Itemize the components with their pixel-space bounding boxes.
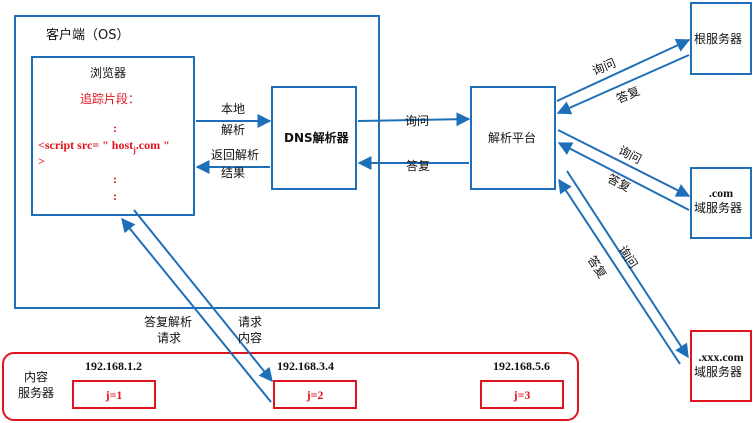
content-server-j1-label: j=1	[105, 388, 123, 402]
label-reply-request-1: 答复解析	[144, 315, 193, 329]
arrow-request-content	[133, 209, 273, 383]
content-server-j3	[480, 380, 564, 409]
label-answer-platform: 答复	[406, 159, 431, 173]
label-return-1: 返回解析	[211, 148, 260, 162]
dns-resolver-label: DNS解析器	[284, 131, 349, 145]
com-server-label-1: .com	[708, 186, 734, 200]
arrow-query-root	[556, 38, 691, 102]
xxx-server-box	[690, 330, 752, 402]
com-server-label-2: 域服务器	[694, 201, 743, 215]
browser-box	[31, 56, 195, 216]
script-subscript: j	[133, 145, 136, 155]
xxx-server-label-1: .xxx.com	[698, 350, 744, 364]
arrow-query-xxx	[566, 170, 689, 359]
label-reply-request-2: 请求	[157, 331, 182, 345]
arrow-query-com	[557, 129, 691, 197]
content-servers-label-1: 内容	[24, 370, 49, 384]
label-local-2: 解析	[221, 123, 246, 137]
script-line: <script src= " hostj.com "	[38, 138, 170, 157]
label-query-platform: 询问	[405, 114, 430, 128]
browser-title: 浏览器	[90, 66, 127, 80]
ellipsis-top: :	[113, 121, 117, 135]
content-server-j2	[273, 380, 357, 409]
resolve-platform-label: 解析平台	[488, 131, 537, 145]
content-server-j2-label: j=2	[306, 388, 324, 402]
arrow-answer-xxx	[558, 178, 681, 365]
content-servers-frame	[2, 352, 579, 421]
ellipsis-mid: :	[113, 172, 117, 186]
arrow-query-platform	[357, 112, 471, 127]
label-local-1: 本地	[221, 102, 246, 116]
client-os-title: 客户端（OS）	[46, 28, 130, 43]
arrow-answer-com	[557, 142, 690, 211]
xxx-server-label-2: 域服务器	[694, 365, 743, 379]
label-return-2: 结果	[221, 166, 246, 180]
script-suffix: .com "	[135, 138, 170, 152]
root-server-box	[690, 2, 752, 75]
dns-resolver-box	[271, 86, 357, 190]
content-server-j1	[72, 380, 156, 409]
ellipsis-bot: :	[113, 189, 117, 203]
tracking-label: 追踪片段：	[80, 92, 141, 106]
content-servers-label-2: 服务器	[18, 386, 55, 400]
script-close: >	[38, 154, 45, 168]
label-request-content-2: 内容	[238, 331, 263, 345]
arrow-reply-request	[121, 217, 272, 403]
label-request-content-1: 请求	[238, 315, 263, 329]
com-server-box	[690, 167, 752, 239]
root-server-label: 根服务器	[694, 32, 743, 46]
server-ip-2: 192.168.3.4	[277, 359, 334, 373]
content-server-j3-label: j=3	[513, 388, 531, 402]
resolve-platform-box	[470, 86, 556, 190]
arrow-answer-root	[556, 54, 690, 115]
server-ip-1: 192.168.1.2	[85, 359, 142, 373]
server-ip-3: 192.168.5.6	[493, 359, 550, 373]
script-prefix: <script src= " host	[38, 138, 134, 152]
